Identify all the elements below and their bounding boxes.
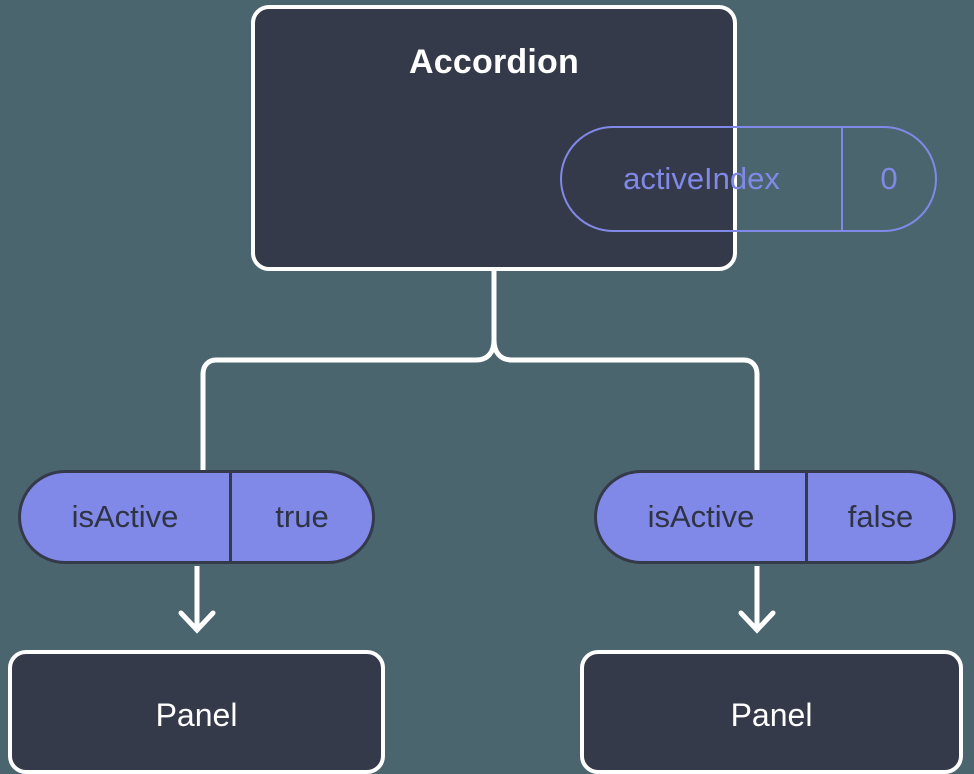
edge-root-fork [491, 268, 760, 473]
node-panel-left-label: Panel [155, 697, 238, 733]
arrowhead-left [178, 610, 216, 634]
node-accordion-label: Accordion [409, 43, 579, 81]
prop-pill-is-active-false-key: isActive [597, 473, 808, 561]
node-accordion[interactable]: Accordion activeIndex 0 [251, 5, 937, 271]
prop-pill-active-index-value: 0 [880, 161, 898, 196]
prop-pill-is-active-true[interactable]: isActive true [18, 470, 375, 564]
prop-pill-is-active-true-key: isActive [21, 473, 232, 561]
prop-pill-is-active-false-value: false [847, 499, 914, 534]
arrowhead-right [738, 610, 776, 634]
prop-pill-active-index[interactable]: activeIndex 0 [560, 126, 937, 232]
edge-root-fork-left [200, 337, 497, 473]
prop-pill-is-active-true-value: true [275, 499, 329, 534]
prop-pill-is-active-false[interactable]: isActive false [594, 470, 956, 564]
node-panel-right-label: Panel [730, 697, 813, 733]
prop-pill-active-index-key: activeIndex [562, 128, 843, 230]
node-panel-right[interactable]: Panel [580, 650, 963, 774]
node-panel-left[interactable]: Panel [8, 650, 385, 774]
